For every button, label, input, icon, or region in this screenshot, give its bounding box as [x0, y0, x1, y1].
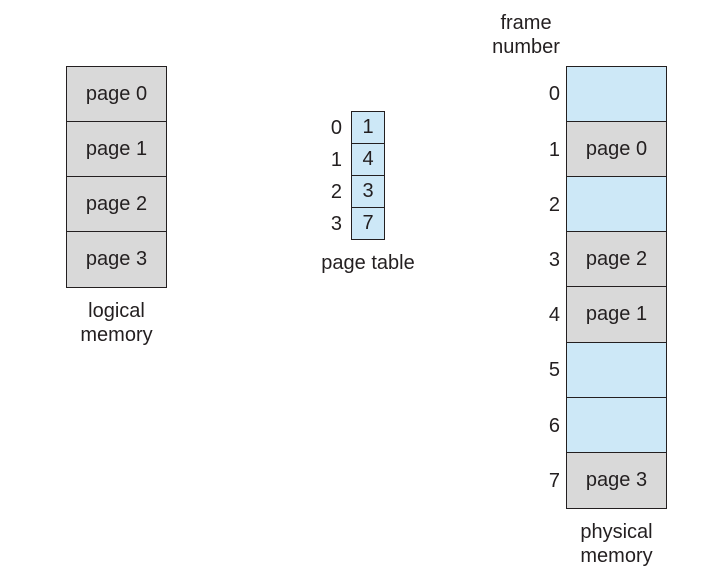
physical-memory-caption: physical memory [580, 521, 653, 567]
page-table-index-3: 3 [330, 213, 342, 235]
logical-page-label: page 2 [85, 192, 148, 215]
frame-number-0: 0 [548, 83, 560, 105]
page-table-index-2: 2 [330, 181, 342, 203]
logical-page-label: page 3 [85, 248, 148, 270]
page-table-index-0: 0 [330, 117, 342, 139]
frame-number-1: 1 [548, 139, 560, 161]
page-table-entry-2: 3 [351, 175, 385, 208]
logical-page-3: page 3 [66, 231, 167, 288]
page-table-caption: page table [321, 252, 415, 274]
physical-frame-0 [566, 66, 667, 122]
logical-page-label: page 1 [85, 137, 148, 160]
page-table-index-1: 1 [330, 149, 342, 171]
page-table-entry-3: 7 [351, 207, 385, 240]
page-table-entry-1: 4 [351, 143, 385, 176]
physical-frame-5 [566, 342, 667, 398]
physical-frame-2 [566, 176, 667, 232]
page-table-entry-0: 1 [351, 111, 385, 144]
logical-page-label: page 0 [85, 82, 148, 105]
frame-number-header: frame number [492, 12, 560, 58]
frame-number-7: 7 [548, 470, 560, 492]
physical-frame-3: page 2 [566, 231, 667, 287]
physical-frame-7: page 3 [566, 452, 667, 509]
frame-number-6: 6 [548, 415, 560, 437]
logical-page-2: page 2 [66, 176, 167, 232]
logical-memory-caption: logical memory [80, 300, 153, 346]
frame-number-2: 2 [548, 194, 560, 216]
physical-frame-1: page 0 [566, 121, 667, 177]
physical-frame-4: page 1 [566, 286, 667, 343]
frame-number-5: 5 [548, 359, 560, 381]
frame-number-3: 3 [548, 249, 560, 271]
frame-number-4: 4 [548, 304, 560, 326]
physical-frame-6 [566, 397, 667, 453]
logical-page-1: page 1 [66, 121, 167, 177]
logical-page-0: page 0 [66, 66, 167, 122]
